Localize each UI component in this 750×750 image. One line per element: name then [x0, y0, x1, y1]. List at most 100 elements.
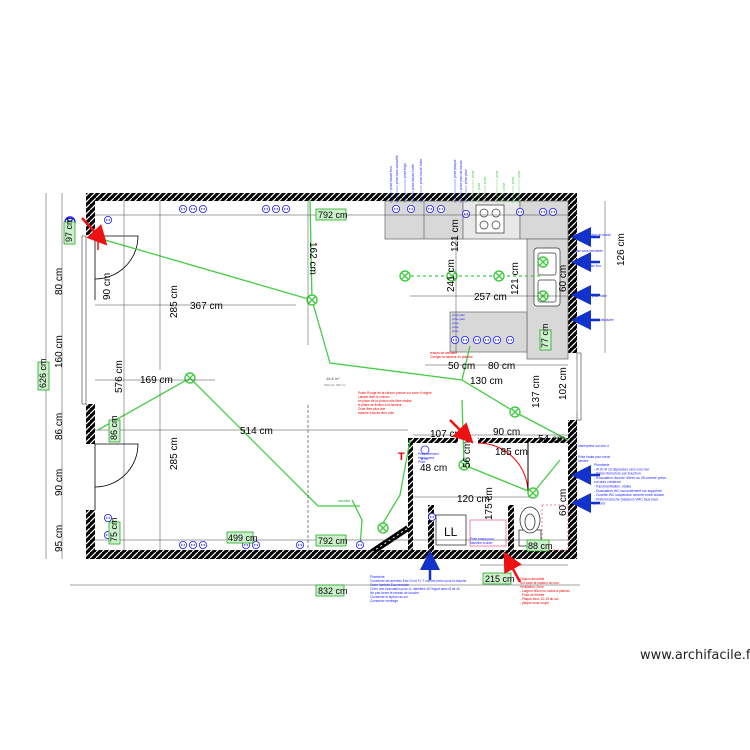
wire-upper — [97, 237, 463, 381]
socket-top-6 — [391, 204, 400, 213]
socket-mid-2 — [472, 335, 481, 344]
dim-367: 367 cm — [190, 301, 223, 312]
top-label-7: prise plan — [464, 169, 468, 184]
bath-wall-top-left — [408, 438, 458, 443]
note-kitchen-bottom-line: prise — [452, 329, 459, 333]
dim-626: 626 cm — [38, 358, 48, 388]
note-bath-left-line: Prise — [418, 460, 425, 464]
dim-box-215: 215 cm — [482, 572, 515, 585]
socket-top-7 — [406, 204, 415, 213]
electric-wiring — [97, 199, 569, 549]
top-label-1: prise lave-vaisselle — [395, 155, 399, 184]
note-red-bottom-line: - Pose de fenêtre — [520, 593, 545, 597]
socket-mid-6 — [427, 513, 436, 522]
hob — [475, 204, 505, 234]
note-bath-left-line: Interrupteur — [418, 456, 435, 460]
sew-label: Ø 90 — [421, 457, 428, 461]
top-label-5: prise plaque — [453, 159, 457, 178]
note-red-mid-line: Laisser libre le cloison — [358, 395, 390, 399]
note-kitchen-right-1: prise haute plan de travail — [574, 233, 611, 237]
top-label-11: prise — [495, 171, 499, 178]
wall-left-top — [86, 193, 95, 235]
top-label-3: prise basse hotte — [411, 164, 415, 190]
dim-185: 185 cm — [495, 447, 528, 458]
wall-left-mid — [86, 404, 95, 444]
cabinet-run-right — [519, 200, 569, 240]
window-left — [81, 235, 87, 405]
dim-121-a: 121 cm — [450, 219, 461, 252]
light-point-kitchen-4 — [537, 256, 549, 268]
dim-499: 499 cm — [228, 533, 258, 543]
dim-285-up: 285 cm — [169, 285, 180, 318]
note-blue-right-line: - Ø 20 Ø 16 déplacées vers coin mur — [594, 467, 650, 471]
wall-bottom — [86, 550, 577, 559]
note-blue-right-line: sur plan crédence — [594, 480, 621, 484]
dim-box-75: 75 cm — [108, 517, 121, 545]
dim-box-792-bottom: 792 cm — [315, 534, 348, 547]
note-bath-left-line: Point lumineux — [418, 452, 439, 456]
note-blue-right-line: - Evacuation douche 40mm au 35 comme pré… — [594, 476, 666, 480]
socket-mid-9 — [104, 514, 113, 523]
dim-box-88: 88 cm — [526, 539, 553, 552]
note-red-small-line: Corriger la hauteur du plafond — [430, 355, 473, 359]
note-blue-bottom-line: Conserver centrage — [370, 599, 398, 603]
top-label-10: prise — [483, 177, 487, 184]
socket-mid-1 — [460, 335, 469, 344]
note-bath-right-2-line: lumière — [578, 459, 589, 463]
wire-ceiling — [309, 199, 313, 301]
dim-137: 137 cm — [531, 375, 542, 408]
note-kitchen-bottom-line: prise — [452, 321, 459, 325]
wire-bath — [379, 439, 411, 529]
note-kitchen-right-2: prise sous retombée — [574, 249, 603, 253]
note-blue-bottom-line: Conserver les arrivées Eau Ch et Fr, 7 c… — [370, 579, 467, 583]
wire-bath-light — [532, 459, 561, 494]
socket-mid-0 — [450, 335, 459, 344]
sew-icon — [420, 445, 430, 455]
dim-box-86: 86 cm — [108, 415, 121, 443]
dim-126: 126 cm — [616, 233, 627, 266]
wire-bath-right — [463, 464, 534, 494]
note-red-bottom-line: Sur toute la hauteur du mur — [520, 581, 560, 585]
note-blue-right-line: - Cuvette WC suspendue centrée entre clo… — [594, 493, 664, 497]
wall-right-top — [568, 193, 577, 353]
hob-burner-1 — [479, 208, 489, 218]
courbe-label: courbe — [338, 498, 351, 503]
note-blue-bottom-line: Plomberie: — [370, 575, 385, 579]
socket-mid-4 — [492, 335, 501, 344]
dim-162: 162 cm — [307, 242, 318, 275]
socket-top-12 — [539, 207, 548, 216]
dim-box-832: 832 cm — [315, 584, 348, 597]
dim-box-97: 97 cm — [63, 217, 76, 245]
dim-56: 56 cm — [462, 441, 473, 468]
wire-lower — [97, 377, 360, 507]
top-label-0: prise basse four — [389, 165, 393, 190]
sink-bowl-2 — [537, 279, 557, 303]
top-label-9: prise — [477, 183, 481, 190]
dim-80-bath: 80 cm — [488, 361, 515, 372]
bath-wall-inner-2 — [508, 505, 514, 550]
note-red-mid-line: le plâtre de finition à la hauteur — [358, 403, 403, 407]
dim-80: 80 cm — [54, 268, 65, 295]
dim-576: 576 cm — [114, 360, 125, 393]
dim-514: 514 cm — [240, 426, 273, 437]
note-red-bottom-line: - Plaque fond, 10-15 du sol — [520, 597, 559, 601]
dim-102: 102 cm — [558, 367, 569, 400]
dim-50: 50 cm — [448, 361, 475, 372]
sink-area — [541, 504, 569, 551]
socket-mid-3 — [482, 335, 491, 344]
note-bath-right-2-line: Prise haute pour miroir — [578, 455, 611, 459]
wc-bowl — [519, 506, 541, 534]
arrow-red-bottom — [503, 551, 522, 583]
note-red-bottom-line: Cloison amovible — [520, 577, 544, 581]
note-blue-bottom-line: Créer l'arrivée Eau rénovée — [370, 583, 409, 587]
socket-bottom-2 — [198, 541, 207, 550]
left-openings — [81, 235, 582, 510]
note-kitchen-right-2-line: prise sous retombée — [574, 249, 603, 253]
light-point-entry — [377, 522, 389, 534]
note-red-mid-line: Poste Rouge de la cloison prévue sur zon… — [358, 391, 432, 395]
door-swing-upper — [94, 235, 139, 280]
